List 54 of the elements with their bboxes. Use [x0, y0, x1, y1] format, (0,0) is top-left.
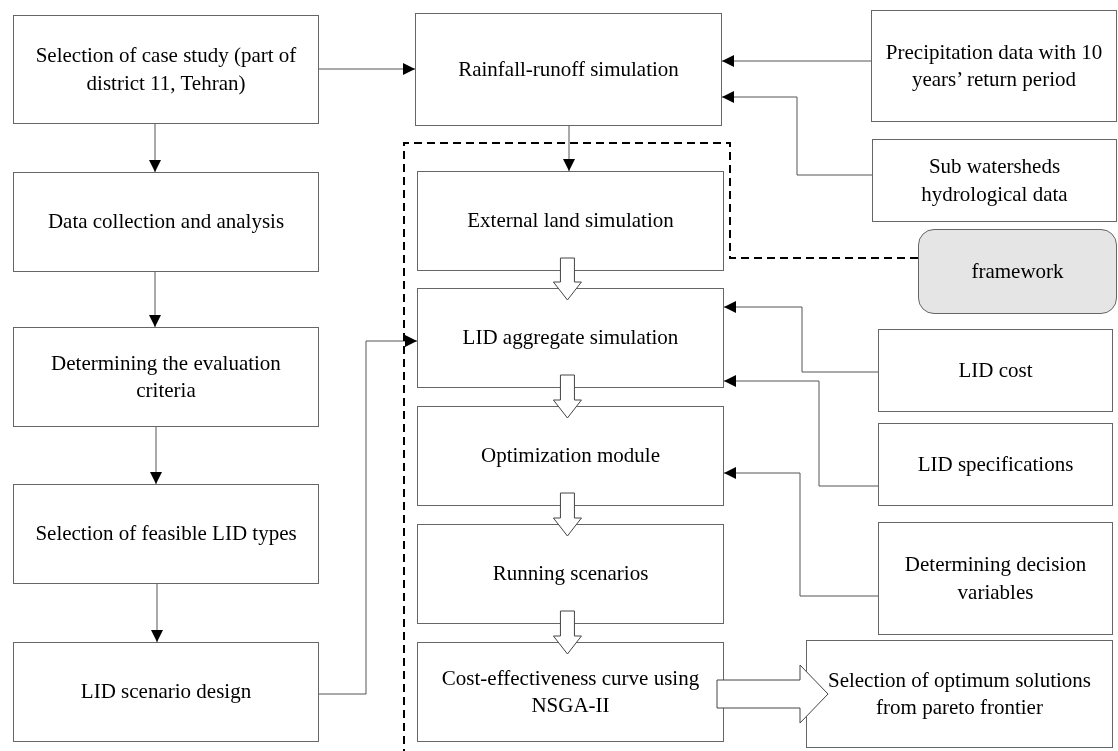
process-box: [417, 171, 724, 271]
step-label: Rainfall-runoff simulation: [457, 55, 680, 83]
process-box: [878, 423, 1113, 506]
arrow: [318, 63, 416, 75]
step-label: Determining decision variables: [903, 551, 1088, 606]
step-label: Selection of feasible LID types: [34, 520, 298, 548]
block-arrow: [552, 492, 582, 537]
block-arrow: [552, 374, 582, 419]
process-box: [13, 172, 319, 272]
block-arrow: [552, 257, 582, 301]
arrow: [721, 55, 872, 67]
step-label: Data collection and analysis: [46, 208, 286, 236]
process-box: [13, 15, 319, 124]
step-label: Running scenarios: [491, 560, 650, 588]
process-box: [806, 640, 1113, 748]
process-box: [878, 329, 1113, 412]
step-label: Precipitation data with 10 years’ return period: [884, 38, 1104, 93]
step-label: Selection of optimum solutions from pareto frontier: [826, 666, 1093, 721]
step-label: External land simulation: [466, 207, 675, 235]
arrow: [149, 271, 161, 328]
process-box: [13, 327, 319, 427]
process-box: [878, 522, 1113, 635]
arrow: [723, 375, 879, 487]
arrow: [563, 125, 575, 172]
process-box: [13, 484, 319, 584]
process-box: [871, 10, 1117, 122]
process-box: [417, 524, 724, 624]
block-arrow: [552, 610, 582, 655]
step-label: Selection of case study (part of district 11, Tehran): [34, 42, 298, 97]
arrow: [318, 335, 418, 695]
process-box: [13, 642, 319, 742]
process-box: [415, 13, 722, 126]
block-arrow: [716, 664, 829, 724]
dashed-leader-line: [403, 142, 919, 751]
step-label: LID aggregate simulation: [461, 324, 680, 352]
arrow: [721, 91, 873, 176]
arrow: [151, 583, 163, 643]
step-label: Optimization module: [479, 442, 662, 470]
arrow: [723, 467, 879, 597]
step-label: Sub watersheds hydrological data: [920, 153, 1069, 208]
arrow: [723, 301, 879, 373]
arrow: [149, 123, 161, 173]
step-label: Determining the evaluation criteria: [50, 349, 282, 404]
step-label: LID cost: [957, 356, 1034, 384]
step-label: Cost-effectiveness curve using NSGA-II: [440, 664, 701, 719]
process-box: [417, 288, 724, 388]
rounded-box: [918, 229, 1117, 314]
process-box: [872, 139, 1117, 222]
step-label: LID specifications: [916, 450, 1075, 478]
arrow: [150, 426, 162, 485]
step-label: framework: [970, 257, 1065, 285]
step-label: LID scenario design: [79, 678, 253, 706]
process-box: [417, 406, 724, 506]
process-box: [417, 642, 724, 742]
